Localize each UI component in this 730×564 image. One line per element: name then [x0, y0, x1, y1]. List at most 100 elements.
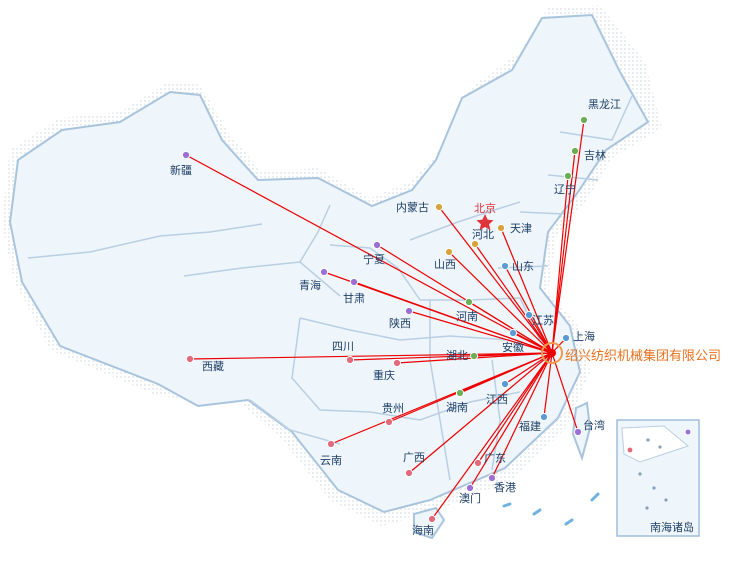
marker-henan[interactable]: [464, 297, 474, 307]
route-jiangsu: [528, 314, 553, 354]
province-label-hainan: 海南: [412, 523, 434, 537]
route-yunnan: [330, 352, 553, 445]
province-label-xizang: 西藏: [202, 360, 224, 373]
province-label-jiangxi: 江西: [486, 393, 508, 406]
marker-guangdong[interactable]: [473, 458, 483, 468]
marker-qinghai[interactable]: [319, 267, 329, 277]
route-guangdong: [477, 352, 553, 464]
marker-jilin[interactable]: [570, 146, 580, 156]
province-label-taiwan: 台湾: [583, 418, 605, 432]
company-hub-ring: [541, 342, 563, 364]
route-hebei: [474, 243, 553, 354]
route-shanxi: [448, 251, 553, 354]
china-mainland-outline: [8, 13, 650, 514]
route-anhui: [512, 332, 553, 354]
marker-yunnan[interactable]: [326, 439, 336, 449]
capital-label: 北京: [474, 201, 496, 215]
route-gansu: [353, 281, 553, 354]
marker-shanghai[interactable]: [561, 333, 571, 343]
marker-jiangsu[interactable]: [524, 310, 534, 320]
marker-tianjin[interactable]: [496, 223, 506, 233]
route-aomen: [469, 352, 553, 489]
province-label-chongqing: 重庆: [373, 368, 395, 382]
marker-fujian[interactable]: [539, 412, 549, 422]
province-label-sichuan: 四川: [332, 340, 354, 353]
province-label-tianjin: 天津: [510, 222, 532, 235]
sales-routes: [185, 119, 585, 520]
province-label-shanxi: 山西: [434, 258, 456, 271]
marker-hebei[interactable]: [470, 239, 480, 249]
route-sichuan: [349, 352, 553, 361]
route-neimenggu: [438, 206, 553, 354]
marker-heilongjiang[interactable]: [579, 115, 589, 125]
province-label-liaoning: 辽宁: [554, 182, 576, 196]
marker-shanxi[interactable]: [444, 247, 454, 257]
marker-anhui[interactable]: [508, 328, 518, 338]
province-label-yunnan: 云南: [320, 454, 342, 467]
route-jilin: [551, 150, 576, 354]
province-label-fujian: 福建: [519, 419, 541, 433]
marker-xinjiang[interactable]: [181, 150, 191, 160]
marker-guizhou[interactable]: [384, 417, 394, 427]
province-label-heilongjiang: 黑龙江: [588, 98, 621, 111]
route-xizang: [189, 352, 553, 360]
route-xianggang: [491, 352, 553, 479]
route-liaoning: [551, 175, 569, 354]
province-label-neimenggu: 内蒙古: [396, 200, 429, 214]
hainan-outline: [413, 506, 446, 540]
province-boundaries: [27, 95, 633, 481]
province-label-shandong: 山东: [512, 260, 534, 273]
inset-label: 南海诸岛: [650, 520, 694, 534]
marker-sichuan[interactable]: [345, 355, 355, 365]
route-xinjiang: [185, 154, 553, 354]
province-label-ningxia: 宁夏: [363, 252, 385, 266]
company-hub-icon: [548, 349, 556, 357]
route-shaanxi: [408, 310, 553, 354]
province-label-xinjiang: 新疆: [170, 163, 192, 177]
capital-star-icon: [476, 214, 494, 231]
south-china-sea-boundary: [502, 492, 600, 526]
route-henan: [468, 301, 553, 354]
marker-hunan[interactable]: [455, 388, 465, 398]
province-label-xianggang: 香港: [494, 481, 516, 494]
province-label-hubei: 湖北: [446, 349, 468, 362]
marker-xizang[interactable]: [185, 354, 195, 364]
marker-taiwan[interactable]: [573, 427, 583, 437]
province-label-guizhou: 贵州: [382, 402, 404, 415]
marker-shandong[interactable]: [500, 261, 510, 271]
province-label-qinghai: 青海: [299, 278, 321, 292]
route-heilongjiang: [551, 119, 585, 354]
province-label-shanghai: 上海: [573, 329, 595, 343]
route-taiwan: [551, 352, 579, 433]
marker-hainan[interactable]: [427, 514, 437, 524]
route-shandong: [504, 265, 553, 354]
marker-jiangxi[interactable]: [500, 379, 510, 389]
marker-aomen[interactable]: [465, 483, 475, 493]
south-china-sea-inset: 南海诸岛: [616, 419, 700, 537]
marker-gansu[interactable]: [349, 277, 359, 287]
marker-ningxia[interactable]: [372, 240, 382, 250]
province-label-anhui: 安徽: [502, 340, 524, 354]
marker-shaanxi[interactable]: [404, 306, 414, 316]
province-label-hebei: 河北: [472, 228, 494, 241]
marker-guangxi[interactable]: [404, 468, 414, 478]
province-label-jiangsu: 江苏: [532, 314, 554, 327]
marker-neimenggu[interactable]: [434, 202, 444, 212]
province-label-henan: 河南: [456, 310, 478, 323]
province-label-shaanxi: 陕西: [389, 316, 411, 330]
marker-xianggang[interactable]: [487, 473, 497, 483]
province-label-guangxi: 广西: [403, 451, 425, 464]
province-label-aomen: 澳门: [459, 491, 481, 505]
province-label-hunan: 湖南: [446, 401, 468, 414]
province-label-jilin: 吉林: [584, 148, 606, 162]
marker-chongqing[interactable]: [392, 358, 402, 368]
marker-liaoning[interactable]: [563, 171, 573, 181]
marker-hubei[interactable]: [469, 351, 479, 361]
province-label-gansu: 甘肃: [343, 292, 365, 305]
route-tianjin: [500, 227, 553, 354]
company-label: 绍兴纺织机械集团有限公司: [565, 348, 721, 364]
route-hainan: [431, 352, 553, 520]
